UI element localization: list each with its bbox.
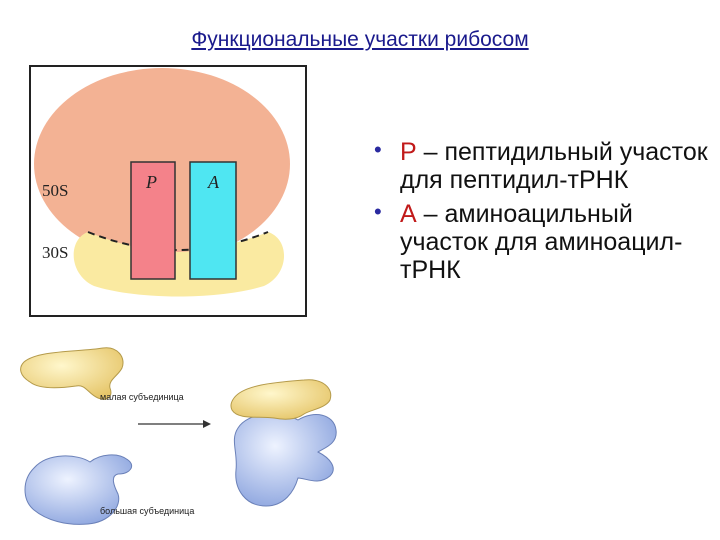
a-site-box: [189, 161, 237, 280]
bullet-a-letter: А: [400, 200, 417, 228]
p-site-label: P: [145, 172, 157, 192]
label-30s: 30S: [42, 243, 68, 262]
ribosome-diagram: P A 50S 30S: [29, 65, 307, 317]
bullet-p-site: Р – пептидильный участок для пептидил-тР…: [362, 138, 712, 194]
bullet-a-site: А – аминоацильный участок для аминоацил-…: [362, 200, 712, 284]
label-50s: 50S: [42, 181, 68, 200]
bullet-p-letter: Р: [400, 138, 417, 166]
site-description-list: Р – пептидильный участок для пептидил-тР…: [362, 138, 712, 290]
p-site-box: [130, 161, 176, 280]
bullet-a-text: – аминоацильный участок для аминоацил-тР…: [400, 200, 683, 284]
bullet-p-text: – пептидильный участок для пептидил-тРНК: [400, 138, 708, 194]
page-title: Функциональные участки рибосом: [191, 28, 529, 51]
small-subunit-caption: малая субъединица: [100, 392, 184, 402]
subunit-boundary-line: [87, 231, 269, 252]
assembled-large-subunit: [233, 413, 337, 507]
small-subunit-illustration: [20, 347, 124, 400]
large-subunit-caption: большая субъединица: [100, 506, 194, 516]
assembly-arrow-head: [203, 420, 211, 428]
subunit-assembly-illustration: малая субъединица большая субъединица: [20, 347, 337, 525]
assembled-small-subunit: [230, 379, 332, 420]
a-site-label: A: [207, 172, 220, 192]
large-subunit-illustration: [24, 454, 133, 525]
